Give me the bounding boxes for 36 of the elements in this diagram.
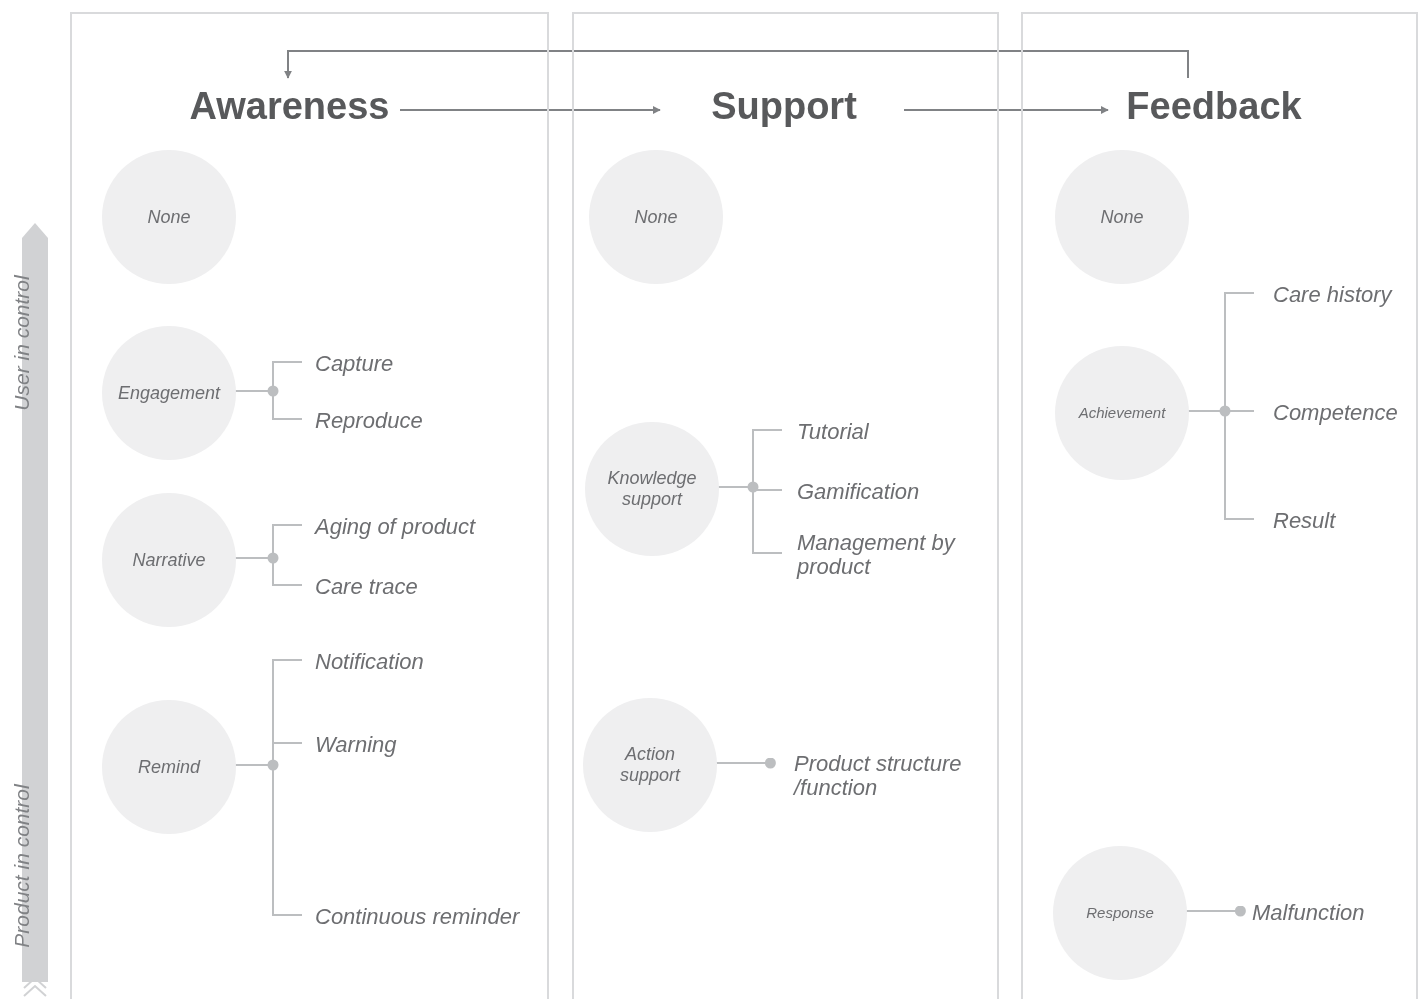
- branch-label: Notification: [315, 649, 424, 675]
- branch-label: Tutorial: [797, 419, 869, 445]
- branch-label: Care trace: [315, 574, 418, 600]
- circle-label: Engagement: [116, 382, 222, 404]
- branch-label: Management by product: [797, 530, 957, 580]
- circle-label: Remind: [137, 756, 202, 778]
- branch-label: Warning: [315, 732, 397, 758]
- column-panel: [572, 12, 999, 999]
- branch-label: Gamification: [797, 479, 920, 505]
- column-heading: Awareness: [189, 84, 390, 128]
- branch-label: Continuous reminder: [315, 904, 520, 930]
- branch-label: Reproduce: [315, 408, 423, 434]
- circle-label: None: [633, 206, 679, 228]
- branch-label: Malfunction: [1252, 900, 1365, 926]
- branch-label: Capture: [315, 351, 394, 377]
- column-heading: Feedback: [1126, 84, 1302, 128]
- circle-label: Achievement: [1077, 404, 1167, 422]
- axis-label: User in control: [10, 275, 34, 411]
- arrow: [903, 106, 1109, 114]
- axis-label: Product in control: [10, 784, 34, 948]
- branch-label: Result: [1273, 508, 1336, 534]
- circle-label: Response: [1085, 904, 1155, 922]
- circle-label: Knowledge support: [606, 468, 698, 510]
- arrow: [399, 106, 661, 114]
- branch-label: Competence: [1273, 400, 1398, 426]
- column-panel: [1021, 12, 1418, 999]
- circle-label: None: [146, 206, 192, 228]
- column-panel: [70, 12, 549, 999]
- arrow: [284, 50, 1189, 79]
- column-heading: Support: [711, 84, 857, 128]
- circle-label: None: [1099, 206, 1145, 228]
- branch-label: Care history: [1273, 282, 1392, 308]
- circle-label: Narrative: [131, 549, 207, 571]
- branch-label: Product structure /function: [794, 751, 963, 801]
- branch-label: Aging of product: [315, 514, 476, 540]
- circle-label: Action support: [618, 744, 682, 786]
